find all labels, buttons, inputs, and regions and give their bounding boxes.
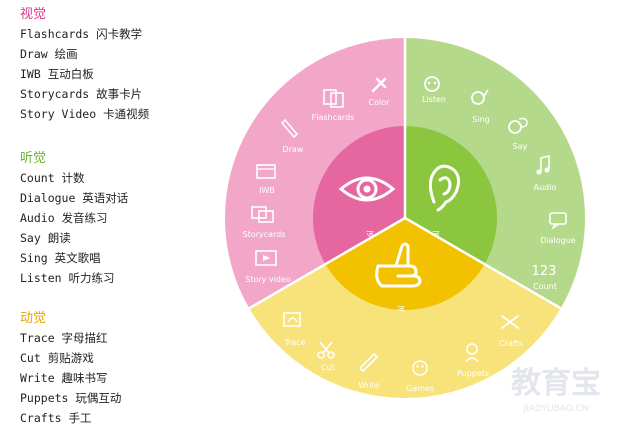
flashcards-icon bbox=[323, 89, 344, 108]
pink-label-draw: Draw bbox=[283, 145, 304, 154]
write-icon bbox=[358, 352, 379, 373]
legend-auditory-title: 听觉 bbox=[20, 151, 47, 166]
center-mark: ज bbox=[398, 305, 405, 315]
yellow-label-cut: Cut bbox=[321, 363, 335, 372]
watermark-logo: 教育宝 bbox=[511, 366, 601, 401]
count-icon: 123 bbox=[532, 264, 557, 279]
watermark-url: JIAOYUBAO.CN bbox=[523, 404, 589, 414]
svg-text:123: 123 bbox=[532, 264, 557, 279]
legend-item: Story Video 卡通视频 bbox=[20, 107, 150, 121]
hand-icon bbox=[375, 242, 422, 288]
legend-kinesthetic-title: 动觉 bbox=[20, 311, 47, 326]
crafts-icon bbox=[501, 315, 519, 329]
whiteboard-icon bbox=[256, 164, 276, 179]
scissors-icon bbox=[317, 341, 335, 359]
trace-icon bbox=[283, 312, 301, 327]
green-label-audio: Audio bbox=[534, 183, 557, 192]
legend-item: Crafts 手工 bbox=[20, 411, 92, 425]
storycards-icon bbox=[251, 206, 274, 223]
say-icon bbox=[508, 117, 528, 134]
pink-label-story-video: Story video bbox=[245, 275, 291, 284]
legend-item: Listen 听力练习 bbox=[20, 271, 115, 285]
legend-item: Sing 英文歌唱 bbox=[20, 251, 101, 265]
legend-visual: 视觉 Flashcards 闪卡教学 Draw 绘画 IWB 互动白板 Stor… bbox=[20, 6, 149, 124]
legend-item: Flashcards 闪卡教学 bbox=[20, 27, 143, 41]
legend-item: Dialogue 英语对话 bbox=[20, 191, 129, 205]
green-label-listen: Listen bbox=[422, 95, 446, 104]
center-mark: ज bbox=[367, 230, 374, 240]
legend-item: Draw 绘画 bbox=[20, 47, 78, 61]
auditory-inner-sector bbox=[405, 125, 498, 264]
legend-item: Say 朗读 bbox=[20, 231, 71, 245]
legend-item: Cut 剪贴游戏 bbox=[20, 351, 94, 365]
legend-item: Audio 发音练习 bbox=[20, 211, 108, 225]
green-label-dialogue: Dialogue bbox=[540, 236, 576, 245]
legend-visual-title: 视觉 bbox=[20, 7, 47, 22]
pencil-icon bbox=[280, 118, 299, 139]
pink-label-color: Color bbox=[369, 98, 391, 107]
dialogue-icon bbox=[549, 212, 567, 231]
legend-item: Trace 字母描红 bbox=[20, 331, 108, 345]
green-label-count: Count bbox=[533, 282, 557, 291]
eye-icon bbox=[338, 176, 396, 202]
center-mark: ज bbox=[433, 230, 440, 240]
green-label-sing: Sing bbox=[472, 115, 489, 124]
legend-item: IWB 互动白板 bbox=[20, 67, 94, 81]
video-icon bbox=[255, 250, 277, 266]
yellow-label-write: Write bbox=[358, 381, 379, 390]
ear-icon bbox=[428, 164, 461, 212]
legend-item: Puppets 玩偶互动 bbox=[20, 391, 122, 405]
pink-label-storycards: Storycards bbox=[243, 230, 286, 239]
pink-label-iwb: IWB bbox=[259, 186, 275, 195]
divider-line bbox=[404, 216, 563, 311]
green-label-say: Say bbox=[513, 142, 528, 151]
legend-item: Write 趣味书写 bbox=[20, 371, 108, 385]
sing-icon bbox=[471, 89, 489, 105]
yellow-label-crafts: Crafts bbox=[499, 339, 523, 348]
divider-line bbox=[247, 216, 406, 311]
color-icon bbox=[371, 77, 387, 93]
yellow-label-trace: Trace bbox=[283, 338, 305, 347]
games-icon bbox=[412, 360, 428, 376]
legend-item: Storycards 故事卡片 bbox=[20, 87, 143, 101]
yellow-label-puppets: Puppets bbox=[457, 369, 489, 378]
legend-kinesthetic: 动觉 Trace 字母描红 Cut 剪贴游戏 Write 趣味书写 Puppet… bbox=[20, 310, 121, 428]
pink-label-flashcards: Flashcards bbox=[312, 113, 355, 122]
legend-auditory: 听觉 Count 计数 Dialogue 英语对话 Audio 发音练习 Say… bbox=[20, 150, 128, 288]
music-note-icon bbox=[536, 154, 550, 175]
yellow-label-games: Games bbox=[406, 384, 434, 393]
puppet-icon bbox=[465, 343, 479, 363]
legend-item: Count 计数 bbox=[20, 171, 85, 185]
listen-icon bbox=[424, 76, 440, 92]
